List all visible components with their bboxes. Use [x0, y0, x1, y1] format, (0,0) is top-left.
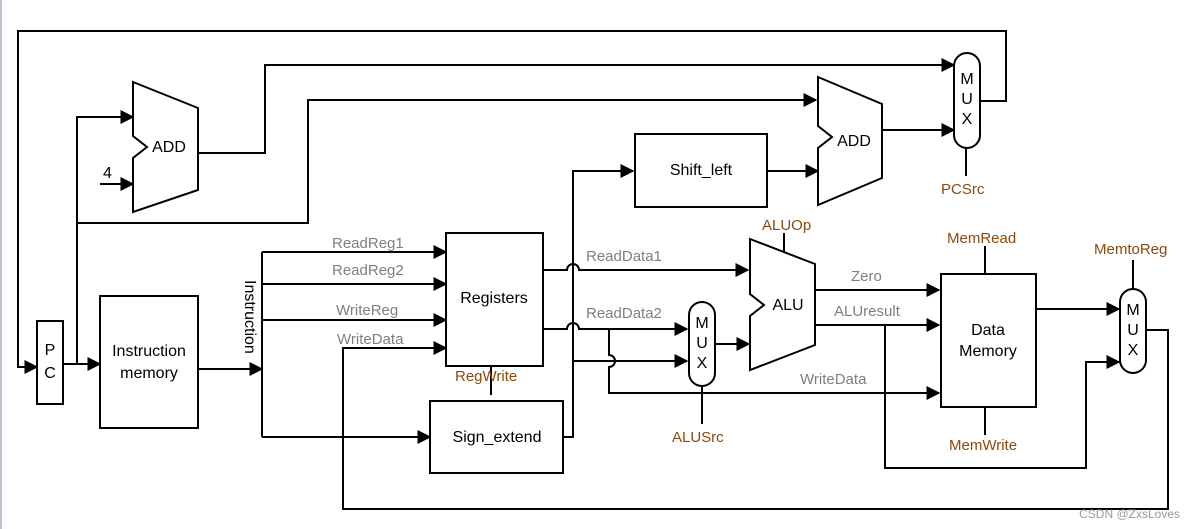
pc-mux-label-x: X	[962, 111, 973, 128]
memtoreg-label: MemtoReg	[1094, 241, 1167, 258]
pc-register: P C	[36, 320, 64, 405]
writeback-mux: M U X	[1119, 288, 1147, 374]
alu-mux-label-m: M	[695, 315, 708, 332]
readreg1-label: ReadReg1	[332, 235, 404, 252]
pcsrc-label: PCSrc	[941, 181, 985, 198]
wire-readdata1	[543, 263, 750, 277]
pc-mux-label-u: U	[961, 91, 973, 108]
wb-mux-label-m: M	[1126, 302, 1139, 319]
const-four-label: 4	[103, 165, 112, 182]
wire-next-pc	[17, 30, 1007, 374]
writedata-reg-label: WriteData	[337, 331, 404, 348]
alu-mux-label-u: U	[696, 335, 708, 352]
memread-label: MemRead	[947, 230, 1016, 247]
pc-label-p: P	[45, 342, 56, 359]
register-file: Registers	[445, 232, 544, 367]
alu-label: ALU	[772, 297, 803, 314]
shift-left-unit: Shift_left	[634, 133, 768, 208]
readreg2-label: ReadReg2	[332, 262, 404, 279]
zero-label: Zero	[851, 268, 882, 285]
wire-writedata-mem	[608, 329, 941, 400]
imem-label-1: Instruction	[112, 343, 186, 360]
wire-writeback	[342, 329, 1169, 510]
writereg-label: WriteReg	[336, 302, 398, 319]
wb-mux-label-u: U	[1127, 322, 1139, 339]
aluresult-label: ALUresult	[834, 303, 901, 320]
regwrite-label: RegWrite	[455, 368, 517, 385]
sign-extend-unit: Sign_extend	[429, 400, 564, 474]
branch-adder: ADD	[817, 75, 883, 207]
instruction-bus-label: Instruction	[241, 280, 258, 354]
registers-label: Registers	[460, 290, 528, 307]
readdata1-label: ReadData1	[586, 248, 662, 265]
watermark: CSDN @ZxsLoves	[1079, 507, 1180, 521]
alu-mux-label-x: X	[697, 355, 708, 372]
wire-sign-to-shift	[563, 164, 635, 438]
instruction-memory: Instruction memory	[99, 295, 199, 429]
shift-left-label: Shift_left	[670, 162, 733, 179]
pc-label-c: C	[44, 365, 56, 382]
sign-extend-label: Sign_extend	[453, 429, 542, 446]
pc-adder: ADD	[132, 80, 199, 214]
wire-pc-to-branch-add	[77, 93, 818, 224]
alu: ALU	[749, 237, 816, 372]
alu-mux: M U X	[688, 301, 716, 387]
data-memory: Data Memory	[940, 273, 1037, 408]
readdata2-label: ReadData2	[586, 305, 662, 322]
wb-mux-label-x: X	[1128, 342, 1139, 359]
pc-adder-label: ADD	[152, 139, 186, 156]
branch-adder-label: ADD	[837, 133, 871, 150]
alusrc-label: ALUSrc	[672, 429, 724, 446]
pc-mux-label-m: M	[960, 71, 973, 88]
aluop-label: ALUOp	[762, 217, 811, 234]
wire-add-to-mux	[198, 58, 956, 154]
wire-readdata2	[543, 322, 689, 336]
wire-pc-to-add	[76, 110, 135, 364]
memwrite-label: MemWrite	[949, 437, 1017, 454]
dmem-label-2: Memory	[959, 343, 1017, 360]
imem-label-2: memory	[120, 365, 178, 382]
wire-aluresult-to-wbmux	[884, 325, 1121, 469]
writedata-mem-label: WriteData	[800, 371, 867, 388]
pc-mux: M U X	[953, 52, 981, 149]
dmem-label-1: Data	[971, 322, 1005, 339]
